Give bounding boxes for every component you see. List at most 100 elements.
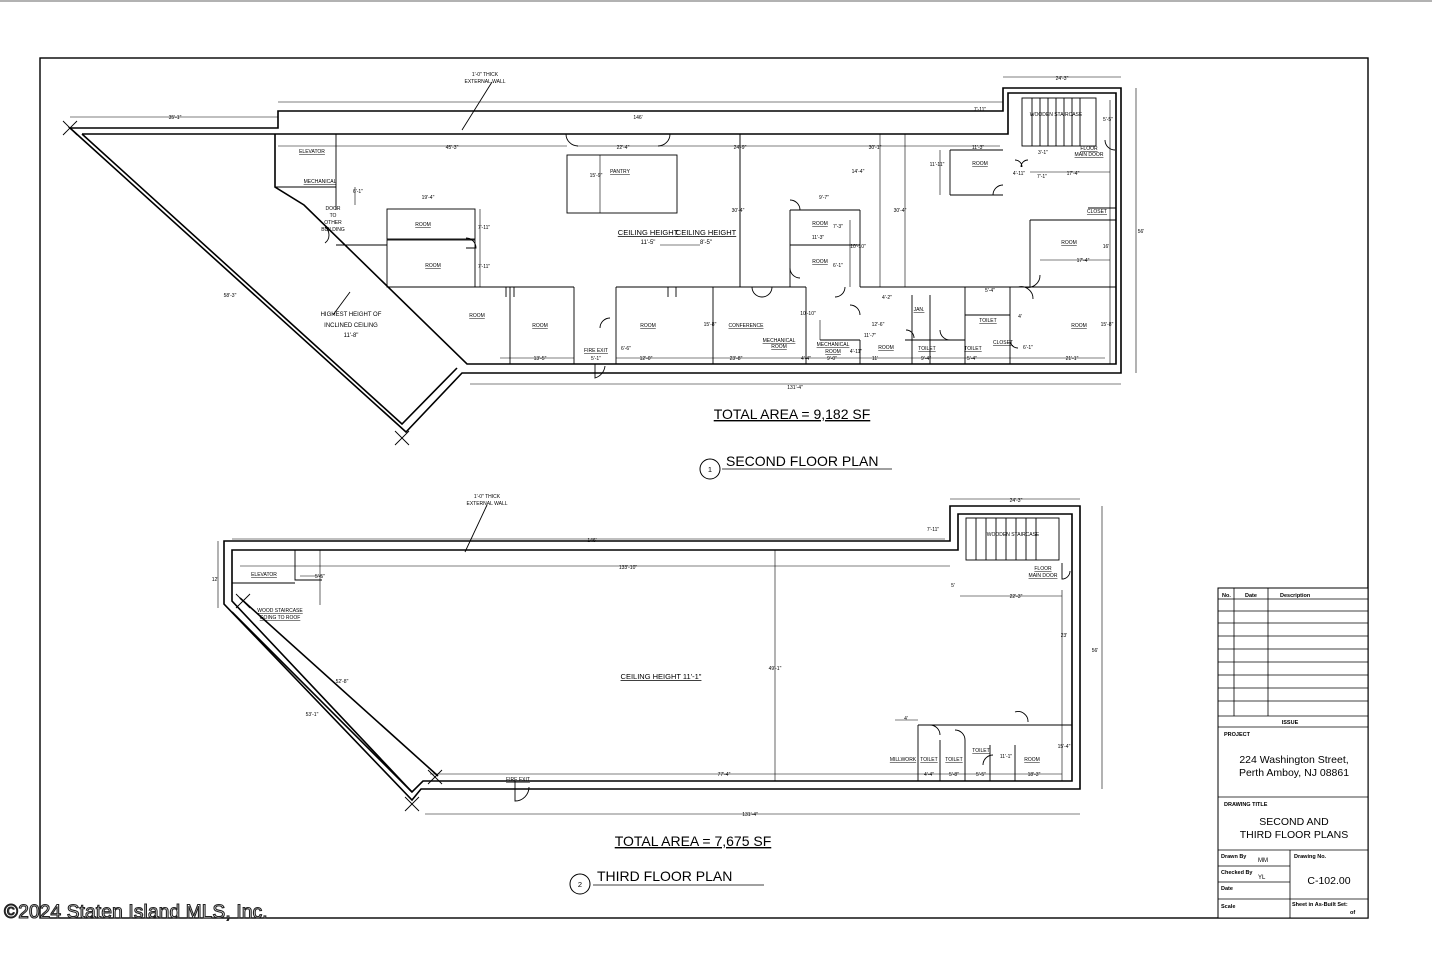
tb-project-line2: Perth Amboy, NJ 08861	[1239, 767, 1349, 779]
label-fire-exit: FIRE EXIT	[584, 348, 608, 354]
label-pantry: PANTRY	[610, 169, 630, 175]
dim-label: 9'-4"	[921, 356, 931, 362]
label-room: ROOM	[812, 259, 828, 265]
tb-date-label: Date	[1221, 886, 1233, 892]
dim-label: 4'-11"	[1013, 171, 1026, 177]
dim-label: 5'-5"	[1103, 117, 1113, 123]
label-room: ROOM	[878, 345, 894, 351]
dim-label: 6'-6"	[621, 346, 631, 352]
dim-label: 7'-11"	[974, 107, 987, 113]
dim-label: 35'-1"	[169, 115, 182, 121]
dim-label: 30'-4"	[894, 208, 907, 214]
tb-scale-label: Scale	[1221, 904, 1235, 910]
label-incline-note: 11'-8"	[344, 333, 359, 339]
dim-label: 6'-1"	[1023, 345, 1033, 351]
tb-sheet-label: Sheet in As-Built Set:	[1292, 902, 1348, 908]
dim-label: 24'-3"	[1056, 76, 1069, 82]
dim-label: 17'-4"	[1067, 171, 1080, 177]
dim-label: 133'-10"	[619, 565, 638, 571]
wall-note-thick: 1'-0" THICK	[472, 72, 499, 78]
label-floor-main-door: FLOOR	[1034, 566, 1052, 572]
tb-sheet-value: of	[1350, 910, 1355, 916]
dim-label: 16'	[1103, 244, 1110, 250]
plan-number-circle	[569, 873, 591, 895]
sheet-border	[39, 57, 1369, 919]
title-block: No. Date Description ISSUE PROJECT 224 W…	[1217, 587, 1369, 919]
label-floor-main-door: FLOOR	[1080, 146, 1098, 152]
dim-label: 5'-5"	[976, 772, 986, 778]
dim-label: 15'-8"	[1101, 322, 1114, 328]
tb-drawing-no: C-102.00	[1307, 875, 1350, 887]
dim-label: 21'-1"	[1066, 356, 1079, 362]
label-ceiling-height: CEILING HEIGHT	[618, 228, 679, 237]
label-mechanical-room: ROOM	[825, 349, 841, 355]
dim-label: 45'-3"	[446, 145, 459, 151]
dim-label: 11'-11"	[930, 162, 945, 168]
second-floor-title: SECOND FLOOR PLAN	[726, 453, 878, 469]
label-elevator: ELEVATOR	[251, 572, 277, 578]
dim-label: 53'-1"	[306, 712, 319, 718]
tb-col-description: Description	[1280, 593, 1311, 599]
wall-note-external: EXTERNAL WALL	[466, 501, 507, 507]
dim-label: 19'-4"	[422, 195, 435, 201]
dim-label: 7'-11"	[478, 264, 491, 270]
dim-label: 23'-8"	[730, 356, 743, 362]
dim-label: 4'-4"	[924, 772, 934, 778]
dim-label: 146'	[587, 538, 596, 544]
dim-label: 6'-1"	[833, 263, 843, 269]
dim-label: 5'-8"	[949, 772, 959, 778]
wall-note-thick: 1'-0" THICK	[474, 494, 501, 500]
label-room: ROOM	[425, 263, 441, 269]
dim-label: 4'-4"	[801, 356, 811, 362]
dim-label: 11'-1"	[1000, 754, 1013, 760]
dim-label: 10'-10"	[800, 311, 816, 317]
dim-label: 24'-9"	[734, 145, 747, 151]
dim-label: 23'	[1061, 633, 1068, 639]
dim-label: 18'-3"	[1028, 772, 1041, 778]
label-closet: CLOSET	[1087, 209, 1107, 215]
tb-project-label: PROJECT	[1224, 732, 1251, 738]
dim-label: 12'-6"	[872, 322, 885, 328]
plan-number: 2	[578, 880, 582, 889]
label-floor-main-door: MAIN DOOR	[1075, 152, 1104, 158]
dim-label: 13'-5"	[534, 356, 547, 362]
label-janitor: JAN.	[914, 307, 925, 313]
label-staircase: WOODEN STAIRCASE	[987, 532, 1040, 538]
dim-label: 9'-7"	[819, 195, 829, 201]
third-floor-plan: 1'-0" THICK EXTERNAL WALL ELEVATOR WOOD …	[212, 494, 1103, 895]
label-door-to: TO	[330, 213, 337, 219]
tb-drawing-title-label: DRAWING TITLE	[1224, 802, 1268, 808]
tb-project-line1: 224 Washington Street,	[1239, 754, 1348, 766]
label-toilet: TOILET	[979, 318, 996, 324]
dim-label: 52'-8"	[336, 679, 349, 685]
label-staircase: WOODEN STAIRCASE	[1030, 112, 1083, 118]
dim-label: 22'-3"	[1010, 594, 1023, 600]
dim-label: 11'-3"	[972, 145, 985, 151]
label-mechanical-room: ROOM	[771, 344, 787, 350]
label-room: ROOM	[532, 323, 548, 329]
label-door-building: BUILDING	[321, 227, 345, 233]
label-room: ROOM	[415, 222, 431, 228]
label-toilet: TOILET	[964, 346, 981, 352]
dim-label: 5'	[951, 583, 955, 589]
dim-label: 9'-0"	[827, 356, 837, 362]
label-mechanical-room: MECHANICAL	[817, 342, 850, 348]
dim-label: 49'-1"	[769, 666, 782, 672]
dim-label: 12'	[212, 577, 219, 583]
label-ceiling-height: CEILING HEIGHT	[676, 228, 737, 237]
plan-number-circle	[699, 458, 721, 480]
tb-checked-by-label: Checked By	[1221, 870, 1253, 876]
tb-col-no: No.	[1222, 593, 1231, 599]
dim-label: 7'-11"	[478, 225, 491, 231]
dim-label: 12'-0"	[640, 356, 653, 362]
label-toilet: TOILET	[945, 757, 962, 763]
label-room: ROOM	[1071, 323, 1087, 329]
label-room: ROOM	[469, 313, 485, 319]
dim-label: 7'-1"	[1037, 174, 1047, 180]
label-floor-main-door: MAIN DOOR	[1029, 573, 1058, 579]
label-mechanical-room: MECHANICAL	[763, 338, 796, 344]
dim-label: 5'-1"	[591, 356, 601, 362]
label-room: ROOM	[972, 161, 988, 167]
label-incline-note: INCLINED CEILING	[324, 323, 378, 329]
